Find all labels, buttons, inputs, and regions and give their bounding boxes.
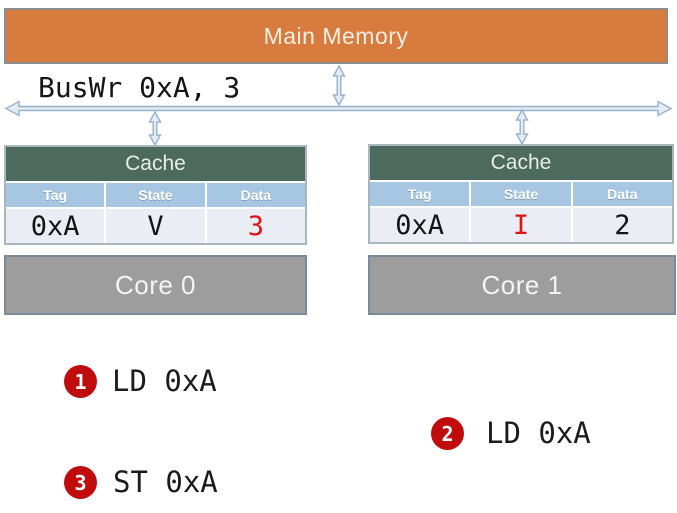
cache0-row: 0xA V 3 (6, 209, 305, 243)
cache0-title: Cache (6, 147, 305, 183)
cache1-tag-value: 0xA (370, 208, 470, 242)
event3-badge: 3 (64, 466, 97, 499)
cache1-title: Cache (370, 146, 672, 182)
event2-label: LD 0xA (486, 416, 591, 450)
event1-label: LD 0xA (112, 364, 217, 398)
main-memory-box: Main Memory (4, 8, 668, 64)
core0-box: Core 0 (4, 255, 307, 315)
event3-label: ST 0xA (113, 465, 218, 499)
event1-badge: 1 (64, 365, 97, 398)
cache1-row: 0xA I 2 (370, 208, 672, 242)
core1-box: Core 1 (368, 255, 676, 315)
cache1-col-tag: Tag (370, 182, 470, 206)
cache0-tag-value: 0xA (6, 209, 105, 243)
cache1-bus-arrow (515, 108, 529, 146)
cache0-data-value: 3 (206, 209, 305, 243)
bus-transaction-label: BusWr 0xA, 3 (38, 71, 241, 104)
cache1-data-value: 2 (572, 208, 672, 242)
cache0-table: Cache Tag State Data 0xA V 3 (4, 145, 307, 245)
cache0-col-state: State (106, 183, 205, 207)
core1-label: Core 1 (481, 269, 563, 300)
cache1-table: Cache Tag State Data 0xA I 2 (368, 144, 674, 244)
memory-bus-arrow (332, 64, 346, 107)
cache0-bus-arrow (148, 110, 162, 147)
cache1-column-headers: Tag State Data (370, 182, 672, 208)
cache1-col-state: State (471, 182, 571, 206)
cache0-column-headers: Tag State Data (6, 183, 305, 209)
cache0-col-data: Data (206, 183, 305, 207)
event2-badge: 2 (431, 417, 464, 450)
cache0-col-tag: Tag (6, 183, 105, 207)
cache1-state-value: I (471, 208, 571, 242)
core0-label: Core 0 (114, 269, 197, 300)
cache1-col-data: Data (572, 182, 672, 206)
cache0-state-value: V (106, 209, 205, 243)
main-memory-label: Main Memory (263, 22, 409, 49)
